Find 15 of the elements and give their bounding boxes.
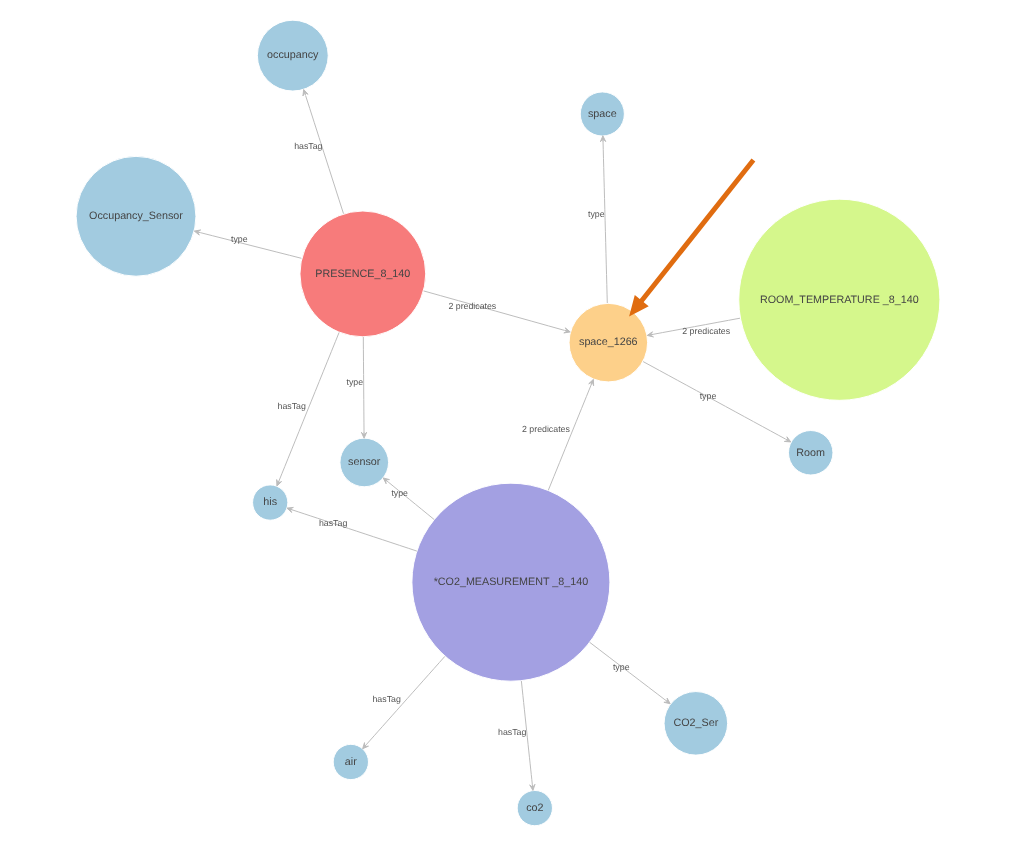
arrow: [423, 290, 571, 334]
arrow: [382, 477, 435, 520]
arrow: [286, 506, 418, 552]
arrow: [589, 641, 671, 705]
arrow: [193, 229, 302, 259]
arrow: [360, 336, 368, 439]
arrow: [642, 361, 792, 443]
arrow: [362, 655, 446, 750]
arrow: [302, 89, 344, 215]
arrow: [276, 332, 340, 487]
arrow: [599, 135, 608, 304]
arrow: [520, 680, 536, 791]
arrow: [547, 378, 595, 491]
arrow: [629, 158, 756, 317]
arrow: [646, 317, 741, 338]
